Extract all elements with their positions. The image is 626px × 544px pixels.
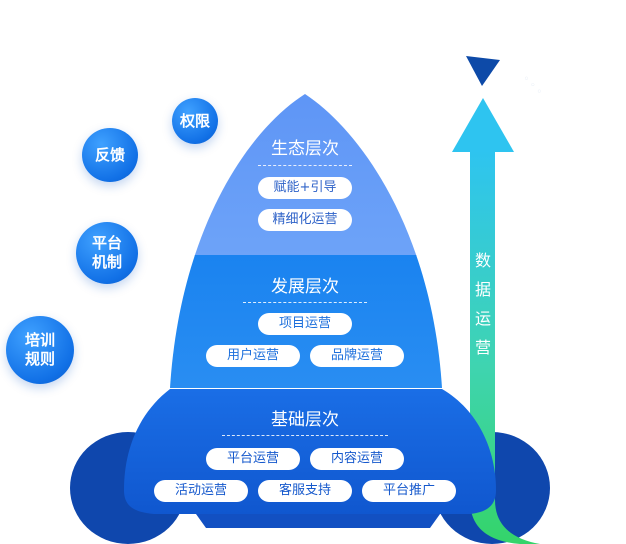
foundation-item: 平台运营 — [206, 448, 300, 470]
data-operations-label: 数 据 运 营 — [474, 251, 491, 357]
triangle-marker — [466, 56, 500, 86]
development-item: 品牌运营 — [310, 345, 404, 367]
bubble-permission: 权限 — [172, 98, 218, 144]
foundation-divider — [222, 435, 388, 436]
bubble-training-rules-label: 培训 规则 — [24, 331, 55, 368]
bubble-training-rules: 培训 规则 — [6, 316, 74, 384]
bubble-permission-label: 权限 — [179, 111, 210, 130]
ecology-item: 精细化运营 — [258, 209, 352, 231]
development-item: 用户运营 — [206, 345, 300, 367]
development-divider — [243, 302, 367, 303]
rocket-nozzle — [196, 514, 440, 528]
foundation-item: 客服支持 — [258, 480, 352, 502]
bubble-platform-mechanism-label: 平台 机制 — [91, 234, 122, 271]
bubble-feedback: 反馈 — [82, 128, 138, 182]
development-item: 项目运营 — [258, 313, 352, 335]
foundation-item: 活动运营 — [154, 480, 248, 502]
foundation-title: 基础层次 — [271, 410, 339, 430]
bubble-feedback-label: 反馈 — [94, 145, 125, 164]
foundation-item: 平台推广 — [362, 480, 456, 502]
ecology-item: 赋能+引导 — [258, 177, 352, 199]
ecology-title: 生态层次 — [271, 139, 339, 159]
ecology-divider — [258, 165, 352, 166]
bubble-platform-mechanism: 平台 机制 — [76, 222, 138, 284]
development-title: 发展层次 — [271, 277, 339, 297]
foundation-item: 内容运营 — [310, 448, 404, 470]
